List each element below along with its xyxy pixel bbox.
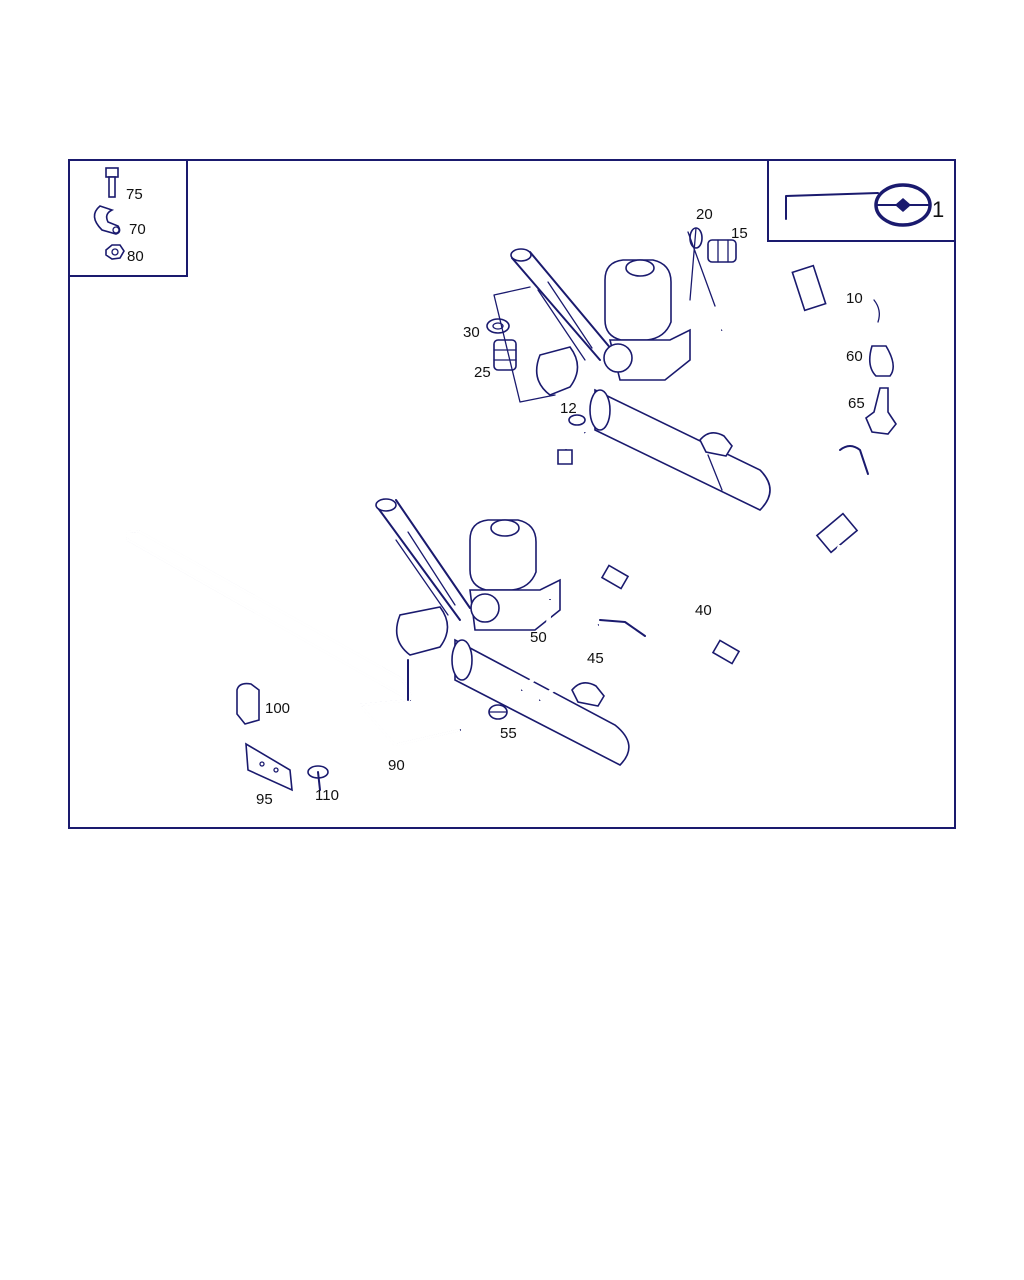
callout-60: 60 bbox=[846, 348, 863, 365]
diagram-frame bbox=[68, 159, 956, 829]
callout-90: 90 bbox=[388, 757, 405, 774]
callout-25: 25 bbox=[474, 364, 491, 381]
hose-45 bbox=[538, 619, 646, 702]
clamp-55 bbox=[488, 704, 508, 720]
callout-50: 50 bbox=[530, 629, 547, 646]
clamp-icon bbox=[93, 205, 121, 235]
upper-fittings bbox=[486, 227, 897, 435]
hose-10 bbox=[583, 260, 947, 594]
lower-steering-gear bbox=[375, 498, 630, 766]
callout-45: 45 bbox=[587, 650, 604, 667]
callout-12: 12 bbox=[560, 400, 577, 417]
steering-symbol-box: 1 bbox=[767, 159, 956, 242]
callout-40: 40 bbox=[695, 602, 712, 619]
callout-labels: 20 15 10 30 25 12 60 65 40 50 45 55 100 … bbox=[256, 206, 865, 808]
callout-70: 70 bbox=[129, 221, 146, 238]
fastener-legend: 75 70 80 bbox=[68, 159, 188, 277]
bolt-icon bbox=[105, 167, 119, 198]
callout-95: 95 bbox=[256, 791, 273, 808]
symbol-label: 1 bbox=[932, 197, 944, 222]
line-90 bbox=[125, 529, 461, 747]
callout-100: 100 bbox=[265, 700, 290, 717]
hose-50 bbox=[520, 599, 553, 692]
callout-15: 15 bbox=[731, 225, 748, 242]
callout-75: 75 bbox=[126, 186, 143, 203]
callout-10: 10 bbox=[846, 290, 863, 307]
callout-80: 80 bbox=[127, 248, 144, 265]
callout-55: 55 bbox=[500, 725, 517, 742]
steering-wheel-icon bbox=[874, 183, 932, 227]
callout-110: 110 bbox=[315, 787, 339, 804]
lower-fittings bbox=[236, 682, 329, 792]
line-40 bbox=[557, 449, 842, 683]
nut-icon bbox=[105, 244, 125, 260]
callout-20: 20 bbox=[696, 206, 713, 223]
callout-65: 65 bbox=[848, 395, 865, 412]
callout-30: 30 bbox=[463, 324, 480, 341]
upper-steering-gear bbox=[510, 248, 771, 511]
